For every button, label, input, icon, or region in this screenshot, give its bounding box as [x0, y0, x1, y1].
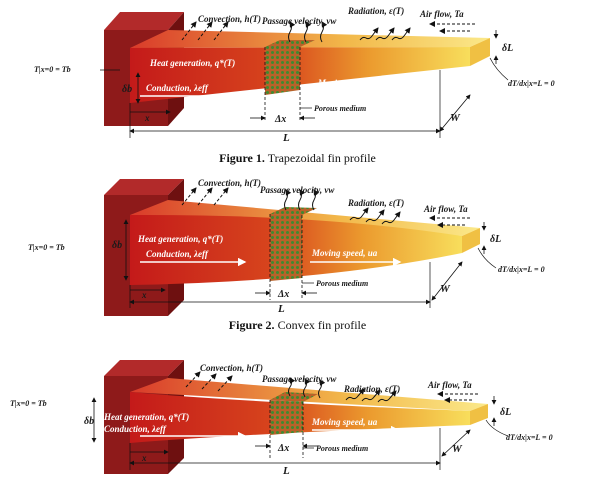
label-passage: Passage velocity, vw	[262, 374, 337, 384]
convection-arrows	[185, 371, 233, 392]
label-W: W	[452, 443, 463, 455]
passage-arrows	[284, 189, 320, 211]
label-passage: Passage velocity, vw	[260, 185, 335, 195]
passage-arrows	[288, 21, 328, 43]
label-bc-left: T|x=0 = Tb	[10, 399, 47, 408]
radiation-arrows	[345, 388, 397, 403]
airflow-arrows	[429, 21, 475, 34]
label-porous: Porous medium	[316, 444, 368, 453]
label-radiation: Radiation, ε(T)	[343, 384, 400, 394]
fin-tip-face	[470, 38, 490, 66]
label-W: W	[440, 283, 451, 295]
radiation-arrows	[349, 207, 401, 225]
label-bc-right: dT/dx|x=L = 0	[506, 433, 553, 442]
fin-top-face	[130, 30, 490, 48]
label-convection: Convection, h(T)	[198, 14, 261, 24]
label-delta-b: δb	[112, 240, 122, 251]
porous-element	[265, 47, 300, 95]
label-delta-b: δb	[122, 84, 132, 95]
porous-element	[270, 400, 303, 435]
label-x: x	[141, 453, 147, 463]
label-bc-right: dT/dx|x=L = 0	[508, 79, 555, 88]
label-porous: Porous medium	[314, 104, 366, 113]
label-conduction: Conduction, λeff	[146, 83, 209, 93]
label-airflow: Air flow, Ta	[419, 9, 464, 19]
label-x: x	[141, 290, 147, 300]
label-heatgen: Heat generation, q*(T)	[103, 412, 189, 422]
figure-2-caption-text: Convex fin profile	[277, 318, 367, 332]
label-radiation: Radiation, ε(T)	[347, 198, 404, 208]
label-convection: Convection, h(T)	[200, 363, 263, 373]
label-delta-l: δL	[502, 43, 513, 54]
label-L: L	[277, 303, 285, 315]
label-moving: Moving speed, ua	[311, 417, 378, 427]
wall-top	[104, 12, 184, 30]
label-delta-b: δb	[84, 416, 94, 427]
label-dx: Δx	[274, 114, 286, 125]
label-W: W	[450, 112, 461, 124]
label-conduction: Conduction, λeff	[146, 249, 209, 259]
label-convection: Convection, h(T)	[198, 178, 261, 188]
label-dx: Δx	[277, 443, 289, 454]
passage-arrows	[288, 377, 326, 399]
label-airflow: Air flow, Ta	[423, 204, 468, 214]
figure-1-caption: Figure 1. Trapezoidal fin profile	[0, 151, 595, 166]
label-bc-left: T|x=0 = Tb	[34, 65, 71, 74]
label-passage: Passage velocity, vw	[262, 16, 337, 26]
radiation-arrows	[359, 27, 411, 41]
label-bc-right: dT/dx|x=L = 0	[498, 265, 545, 274]
figure-2-caption-label: Figure 2.	[228, 318, 275, 332]
label-heatgen: Heat generation, q*(T)	[137, 234, 223, 244]
label-delta-l: δL	[490, 234, 501, 245]
label-radiation: Radiation, ε(T)	[347, 6, 404, 16]
figure-3-diagram: Convection, h(T) Passage velocity, vw Ra…	[10, 360, 553, 477]
label-bc-left: T|x=0 = Tb	[28, 243, 65, 252]
figure-1-caption-text: Trapezoidal fin profile	[267, 151, 376, 165]
figure-2-caption: Figure 2. Convex fin profile	[0, 318, 595, 333]
airflow-arrows	[429, 215, 470, 228]
label-delta-l: δL	[500, 407, 511, 418]
label-L: L	[282, 465, 290, 477]
label-x: x	[144, 113, 150, 123]
label-moving: Moving speed, ua	[311, 248, 378, 258]
label-conduction: Conduction, λeff	[104, 424, 167, 434]
label-L: L	[282, 132, 290, 144]
label-airflow: Air flow, Ta	[427, 380, 472, 390]
convection-arrows	[181, 187, 229, 206]
label-porous: Porous medium	[316, 279, 368, 288]
porous-element	[270, 214, 302, 281]
label-dx: Δx	[277, 289, 289, 300]
label-moving: Moving speed, ua	[317, 78, 384, 88]
porous-element-top	[265, 40, 315, 47]
figure-1-diagram: Convection, h(T) Passage velocity, vw Ra…	[34, 6, 555, 144]
figure-2-diagram: Convection, h(T) Passage velocity, vw Ra…	[28, 178, 545, 316]
figure-1-caption-label: Figure 1.	[219, 151, 265, 165]
airflow-arrows	[437, 391, 478, 403]
convection-arrows	[181, 21, 229, 41]
label-heatgen: Heat generation, q*(T)	[149, 58, 235, 68]
